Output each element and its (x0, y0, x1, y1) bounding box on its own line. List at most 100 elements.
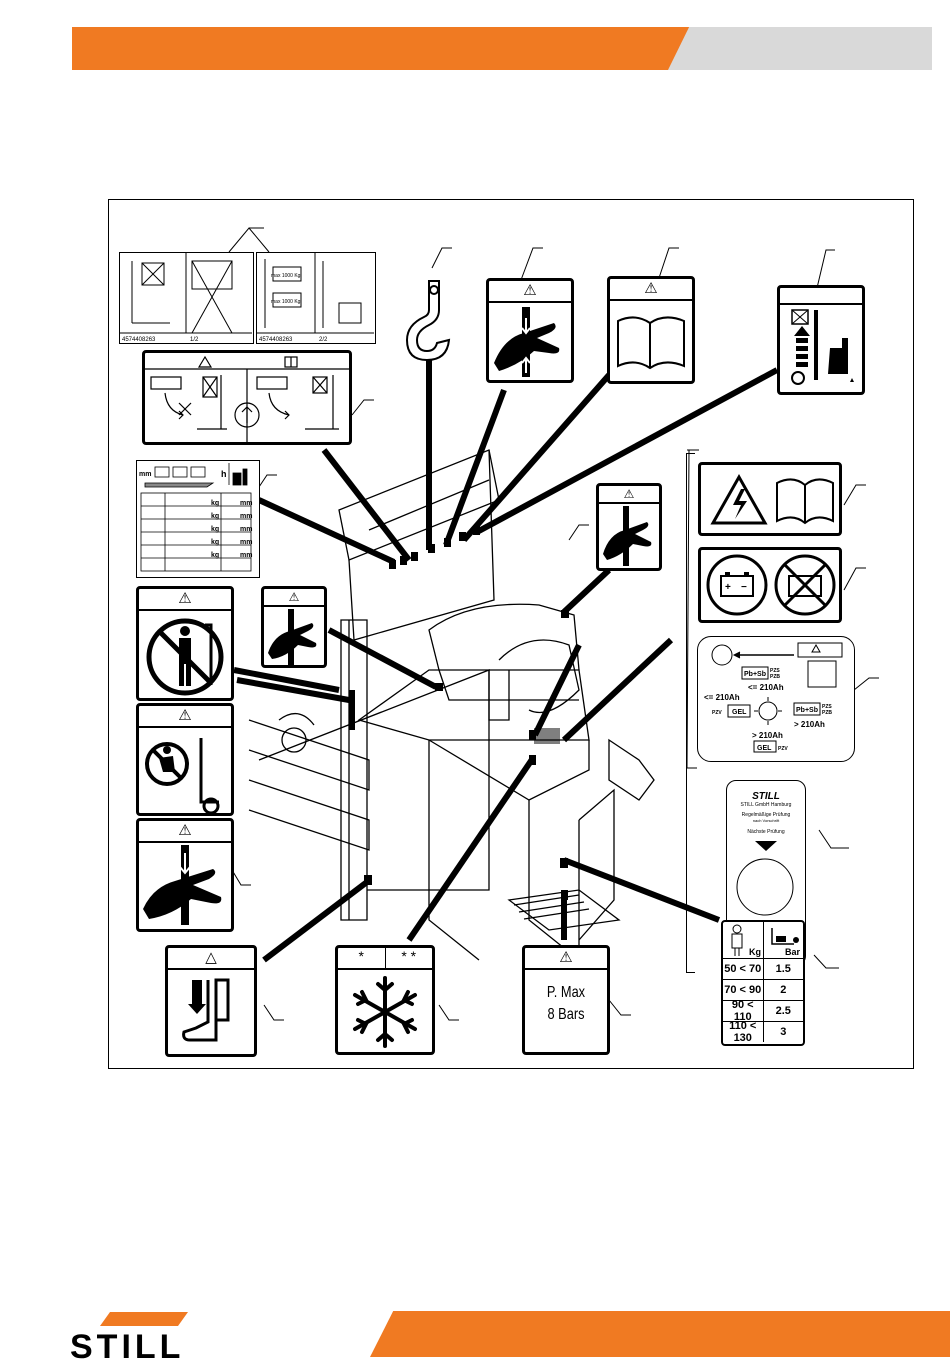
electrical-hazard-label (698, 462, 842, 536)
battery-gel: GEL (732, 709, 747, 716)
warning-triangle-icon: △ (168, 948, 254, 970)
plate2-val2: max 1000 Kg (271, 299, 301, 305)
warning-triangle-icon: ⚠ (489, 281, 571, 303)
max-pressure-label: ⚠ P. Max 8 Bars (522, 945, 610, 1055)
no-passenger-label: ⚠ (136, 586, 234, 701)
load-chart-drawing-1 (120, 253, 252, 334)
truck-drawing (228, 227, 879, 1021)
battery-pzv2: PZV (778, 746, 788, 752)
warning-triangle-icon: ⚠ (139, 821, 231, 843)
warning-triangle-icon: ⚠ (139, 706, 231, 728)
footer-orange-bar (370, 1311, 950, 1357)
battery-cap-le2: <= 210Ah (704, 693, 740, 702)
svg-text:mm: mm (240, 552, 252, 559)
battery-labels-bracket (686, 453, 695, 973)
row-weight: 110 < 130 (723, 1020, 764, 1044)
inspection-title: Regelmäßige Prüfung (741, 812, 791, 818)
warning-triangle-icon: ⚠ (525, 948, 607, 970)
load-chart-drawing-2 (257, 253, 374, 334)
p-max-line2: 8 Bars (547, 1006, 585, 1023)
warning-triangle-icon: ⚠ (264, 589, 324, 607)
electrical-hazard-drawing (710, 473, 834, 525)
freezer-stars-left: * (338, 948, 386, 968)
fork-operation-label (142, 350, 352, 445)
battery-pzs2: PZS (822, 704, 832, 710)
warning-triangle-icon: ⚠ (139, 589, 231, 611)
logo-text: STILL (70, 1328, 184, 1360)
still-logo-mark: STILL (70, 1312, 188, 1366)
lift-height-label (777, 285, 865, 395)
battery-charging-label: Pb+Sb PZS PZB <= 210Ah <= 210Ah PZV GEL … (697, 636, 855, 762)
no-passenger-icon (146, 618, 224, 696)
figure-frame: 4574408263 1/2 max 1000 Kg max 1000 Kg 4… (108, 199, 914, 1069)
row-weight: 50 < 70 (723, 958, 764, 979)
hook-icon (405, 280, 451, 362)
hand-crush-label-top: ⚠ (486, 278, 574, 383)
fork-operation-drawing (145, 355, 349, 442)
battery-pzb: PZB (770, 674, 780, 680)
row-bar: 3 (763, 1021, 803, 1042)
inspection-subtitle: nach Vorschrift (752, 818, 780, 823)
pressure-row: 90 < 110 2.5 (723, 999, 803, 1023)
crush-hazard-icon (143, 845, 222, 925)
plate1-page: 1/2 (190, 337, 199, 343)
pressure-row: 110 < 130 3 (723, 1020, 803, 1044)
unit-h: h (221, 469, 227, 479)
plate1-code: 4574408263 (122, 337, 156, 343)
svg-text:kg: kg (211, 539, 219, 546)
svg-text:kg: kg (211, 552, 219, 559)
inspection-next: Nächste Prüfung (747, 829, 785, 835)
pressure-row: 70 < 90 2 (723, 979, 803, 1000)
inspection-brand: STILL (752, 791, 780, 802)
plate2-page: 2/2 (319, 337, 328, 343)
battery-cap-le1: <= 210Ah (748, 683, 784, 692)
row-bar: 2.5 (763, 1000, 803, 1021)
battery-charging-drawing: Pb+Sb PZS PZB <= 210Ah <= 210Ah PZV GEL … (704, 642, 843, 753)
no-riding-label: ⚠ (136, 703, 234, 816)
battery-pzs: PZS (770, 668, 780, 674)
load-chart-plate-2: max 1000 Kg max 1000 Kg 4574408263 2/2 (256, 252, 376, 344)
header-grey-bar (668, 27, 932, 70)
manual-book-icon (617, 316, 685, 370)
snowflake-icon (353, 976, 417, 1048)
battery-cap-gt1: > 210Ah (794, 720, 825, 729)
battery-symbols-drawing: +− (706, 554, 836, 616)
battery-pzb2: PZB (822, 710, 832, 716)
svg-text:mm: mm (240, 500, 252, 507)
person-icon (731, 924, 743, 956)
still-logo: STILL (70, 1308, 230, 1366)
svg-text:+: + (725, 582, 731, 593)
read-manual-label: ⚠ (607, 276, 695, 384)
header-bar: Bar (784, 947, 800, 957)
row-weight: 70 < 90 (723, 979, 764, 1000)
foot-crush-side-label: ⚠ (136, 818, 234, 932)
hand-crush-label-side: ⚠ (596, 483, 662, 571)
svg-text:mm: mm (240, 539, 252, 546)
svg-text:mm: mm (240, 526, 252, 533)
battery-gel2: GEL (757, 745, 772, 752)
hand-crush-label-console: ⚠ (261, 586, 327, 668)
no-riding-icon (145, 738, 220, 815)
hand-crush-icon (603, 506, 652, 566)
warning-triangle-icon: ⚠ (599, 486, 659, 504)
row-weight: 90 < 110 (723, 999, 764, 1023)
plate2-code: 4574408263 (259, 337, 293, 343)
seat-icon (771, 928, 799, 945)
hand-crush-icon (494, 307, 560, 377)
seat-pressure-table-label: Kg Bar 50 < 70 1.5 70 < 90 2 90 < 110 2.… (721, 920, 805, 1046)
svg-text:kg: kg (211, 526, 219, 533)
load-chart-plate-1: 4574408263 1/2 (119, 252, 254, 344)
warning-triangle-icon: ⚠ (610, 279, 692, 301)
row-bar: 1.5 (763, 958, 803, 979)
header-orange-bar (72, 27, 712, 70)
hand-crush-icon (268, 609, 317, 665)
lift-height-icon (780, 303, 862, 385)
unit-mm-top: mm (139, 471, 151, 478)
plate2-val1: max 1000 Kg (271, 273, 301, 279)
battery-cap-gt2: > 210Ah (752, 731, 783, 740)
battery-type2: Pb+Sb (796, 707, 818, 714)
foot-crush-label: △ (165, 945, 257, 1057)
svg-text:mm: mm (240, 513, 252, 520)
